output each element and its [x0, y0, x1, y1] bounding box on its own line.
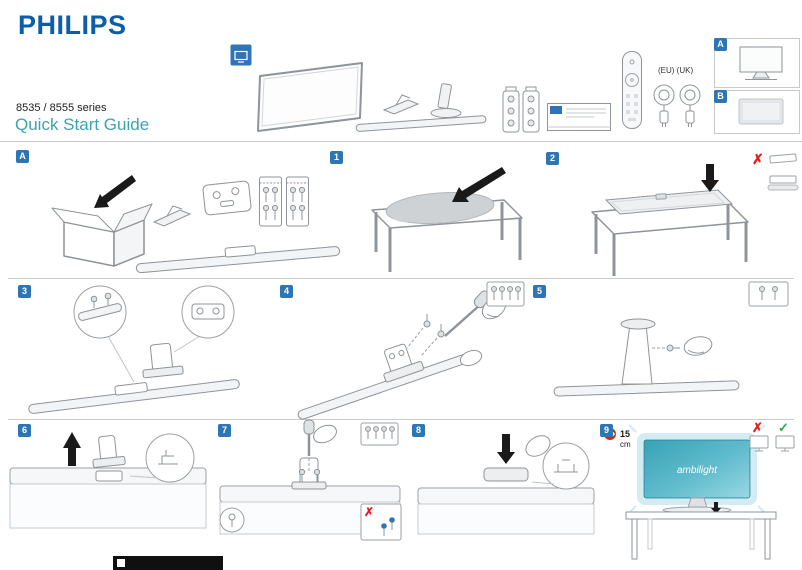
hand — [683, 336, 713, 356]
step7-screw-pack-icon — [360, 422, 399, 446]
hand — [313, 424, 337, 444]
stand-cover — [483, 467, 529, 482]
no-hard-surface-icon: ✗ — [752, 151, 799, 191]
press-arrow — [497, 434, 515, 464]
philips-logo: PHILIPS — [18, 10, 127, 40]
wall-mount-icon — [230, 44, 252, 66]
tv-overview-illustration — [257, 62, 363, 132]
hand — [459, 349, 483, 367]
lower-tv-arrow — [701, 164, 719, 192]
part-number-chip — [117, 559, 125, 567]
step4-screw-pack-icon — [486, 281, 525, 307]
wall-mount-tv-illustration — [738, 98, 784, 125]
cable-arrow — [711, 502, 721, 514]
step6-illustration — [9, 432, 207, 529]
overview-screw-packs-icon — [502, 86, 540, 133]
row-divider-1 — [8, 278, 794, 279]
step-8-badge: 8 — [412, 424, 425, 437]
power-cables-illustration — [653, 84, 701, 127]
distance-unit: cm — [620, 440, 631, 449]
screw-caution-icon: ✗ — [360, 503, 402, 541]
header-divider — [0, 141, 802, 142]
stand-neck — [92, 435, 126, 468]
tv-on-stand-illustration — [739, 46, 783, 80]
step1-illustration — [371, 167, 523, 272]
variant-a-box — [714, 38, 800, 88]
step-3-badge: 3 — [18, 285, 31, 298]
variant-a-badge: A — [714, 38, 727, 51]
step-4-badge: 4 — [280, 285, 293, 298]
unpack-section-badge: A — [16, 150, 29, 163]
step-2-badge: 2 — [546, 152, 559, 165]
step-1-badge: 1 — [330, 151, 343, 164]
unpack-arrow — [94, 175, 136, 208]
open-box-illustration — [51, 175, 153, 267]
stand-neck — [383, 343, 425, 383]
stand-bar-illustration — [135, 245, 341, 274]
mount-plate — [202, 180, 252, 216]
step-9-badge: 9 — [600, 424, 613, 437]
stand-neck — [621, 323, 653, 385]
insert-arrow — [63, 432, 81, 466]
series-label: 8535 / 8555 series — [16, 102, 107, 114]
cross-icon: ✗ — [752, 151, 764, 167]
check-icon: ✓ — [778, 420, 789, 435]
variant-b-badge: B — [714, 90, 727, 103]
step8-illustration — [417, 434, 595, 535]
cross-icon: ✗ — [364, 505, 374, 519]
manual-illustration — [547, 103, 611, 131]
step7-illustration — [219, 419, 401, 535]
stand-bar — [28, 379, 240, 414]
cables-region-label: (EU) (UK) — [658, 66, 694, 75]
step3-illustration — [28, 285, 240, 414]
remote-control-illustration — [622, 51, 642, 129]
step5-screw-pack-icon — [748, 281, 789, 307]
screw-bags-illustration — [259, 176, 309, 227]
step-5-badge: 5 — [533, 285, 546, 298]
stand-components-illustration — [152, 180, 252, 227]
stand-neck — [142, 342, 184, 379]
place-arrow — [452, 167, 506, 202]
hand — [525, 435, 551, 457]
part-number-bar — [113, 556, 223, 570]
placement-ok-icons: ✗ ✓ — [749, 420, 795, 452]
step2-illustration — [591, 164, 749, 276]
stand-parts-illustration — [382, 83, 462, 118]
step5-illustration — [553, 318, 740, 397]
page-title: Quick Start Guide — [15, 115, 150, 134]
distance-value: 15 — [620, 429, 630, 439]
overview-stand-bar — [355, 115, 487, 132]
cross-icon: ✗ — [752, 420, 763, 435]
step-7-badge: 7 — [218, 424, 231, 437]
row-divider-2 — [8, 419, 794, 420]
variant-b-box — [714, 90, 800, 134]
step-6-badge: 6 — [18, 424, 31, 437]
ambilight-label: ambilight — [677, 465, 718, 476]
